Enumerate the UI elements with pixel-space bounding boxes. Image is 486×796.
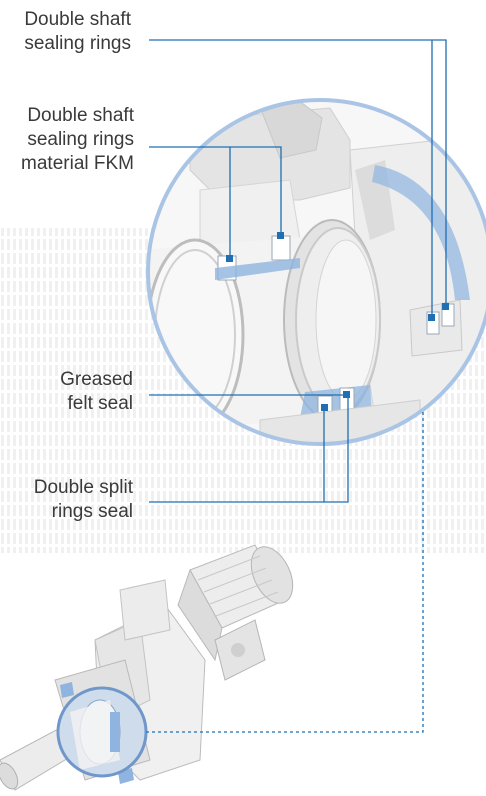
label-double-shaft-sealing-rings-fkm: Double shaft sealing rings material FKM: [0, 104, 134, 176]
magnified-detail: [146, 98, 486, 446]
connector-dashed-line: [146, 412, 424, 733]
label-line: Double shaft: [24, 9, 131, 30]
leader-line-fkm-rings: [149, 146, 282, 236]
label-line: sealing rings: [24, 33, 131, 54]
label-line: material FKM: [21, 153, 134, 174]
label-line: rings seal: [51, 501, 133, 522]
label-double-shaft-sealing-rings: Double shaft sealing rings: [0, 8, 131, 56]
label-greased-felt-seal: Greased felt seal: [0, 368, 133, 416]
leader-line-double-split-rings: [323, 392, 349, 503]
leader-line-double-shaft-sealing-rings: [149, 39, 447, 307]
leader-lines: [146, 39, 447, 733]
label-line: sealing rings: [27, 129, 134, 150]
label-line: Double split: [33, 477, 133, 498]
label-double-split-rings-seal: Double split rings seal: [0, 476, 133, 524]
leader-end-markers: [226, 232, 449, 411]
label-line: felt seal: [67, 393, 133, 414]
label-line: Greased: [60, 369, 133, 390]
gear-motor-illustration: [0, 544, 294, 791]
label-line: Double shaft: [27, 105, 134, 126]
